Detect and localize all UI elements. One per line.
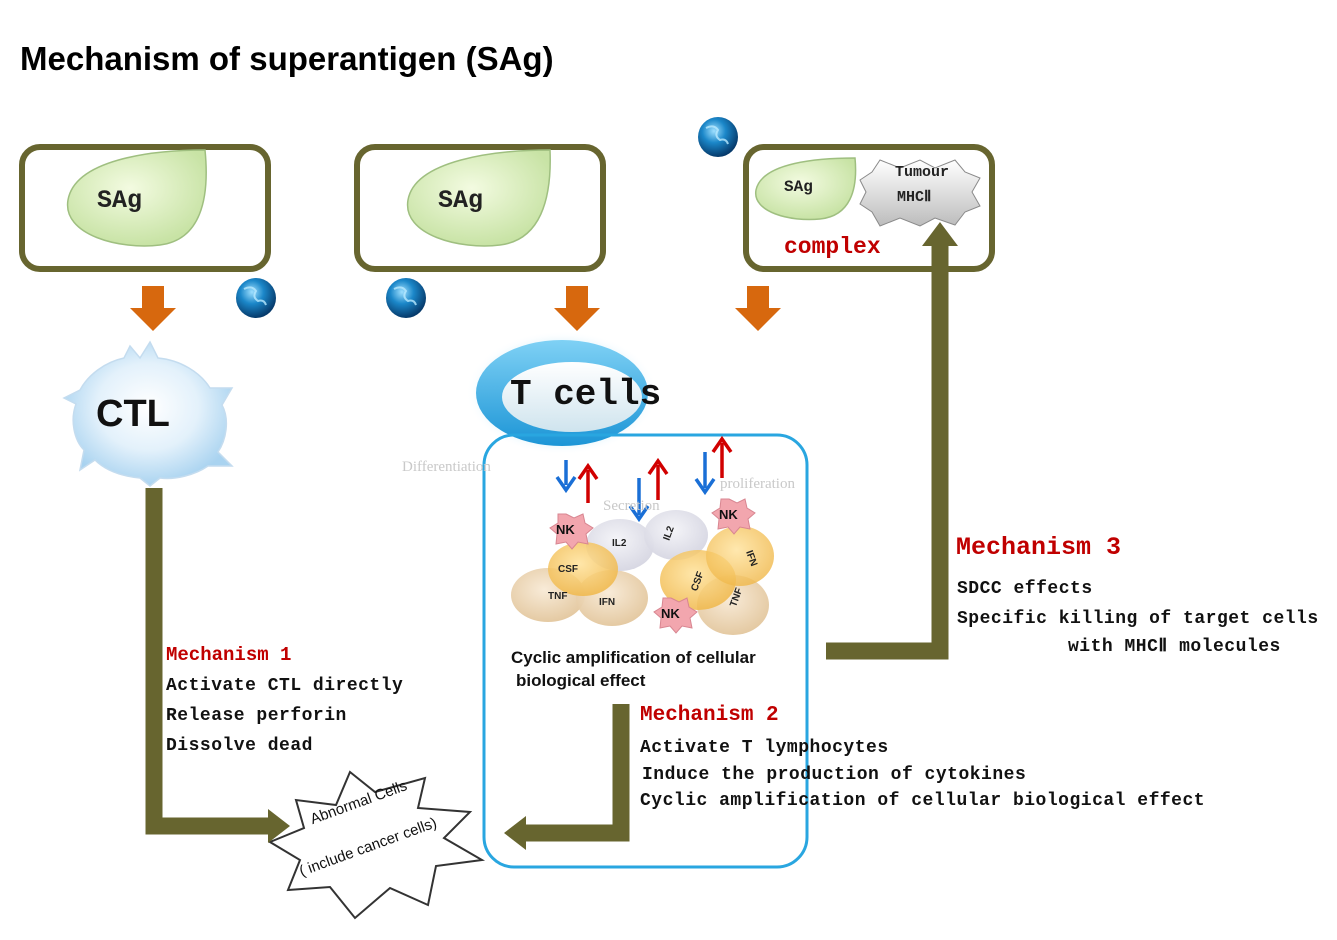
differentiation-label: Differentiation bbox=[402, 459, 491, 475]
abnormal-cells-star bbox=[267, 770, 486, 920]
blue-down-arrow bbox=[694, 452, 716, 496]
mechanism1-arrow bbox=[145, 488, 290, 843]
mechanism1-title: Mechanism 1 bbox=[166, 644, 292, 666]
mechanism2-title: Mechanism 2 bbox=[640, 704, 779, 727]
complex-label: complex bbox=[784, 234, 881, 260]
sag-label: SAg bbox=[784, 178, 813, 196]
mechanism1-line: Release perforin bbox=[166, 706, 347, 726]
mechanism2-line: Induce the production of cytokines bbox=[642, 765, 1027, 785]
globe-icon bbox=[236, 278, 276, 318]
sag-label: SAg bbox=[97, 186, 143, 215]
globe-icon bbox=[386, 278, 426, 318]
mechanism1-line: Activate CTL directly bbox=[166, 676, 404, 696]
proliferation-label: proliferation bbox=[720, 476, 795, 492]
right-sag-leaf bbox=[755, 157, 857, 221]
mechanism3-line: Specific killing of target cells bbox=[957, 609, 1319, 629]
mechanism2-arrow bbox=[504, 704, 630, 850]
ctl-label: CTL bbox=[96, 393, 170, 435]
mechanism1-line: Dissolve dead bbox=[166, 736, 313, 756]
csf-label: CSF bbox=[558, 564, 578, 575]
t-cells-label: T cells bbox=[510, 374, 662, 415]
blue-down-arrow bbox=[555, 460, 577, 494]
nk-cell bbox=[711, 498, 756, 535]
tumour-mhc-star bbox=[859, 159, 981, 227]
secretion-label: Secretion bbox=[603, 498, 660, 514]
cytokine-cluster bbox=[511, 498, 774, 635]
sag-label: SAg bbox=[438, 186, 484, 215]
orange-arrow-right bbox=[735, 286, 781, 331]
cyclic-caption-line1: Cyclic amplification of cellular bbox=[511, 648, 756, 667]
ctl-cell bbox=[62, 340, 234, 487]
il2-label: IL2 bbox=[612, 538, 627, 549]
red-up-arrow bbox=[647, 457, 669, 500]
orange-arrow-left bbox=[130, 286, 176, 331]
page-title: Mechanism of superantigen (SAg) bbox=[20, 40, 554, 77]
mechanism2-line: Activate T lymphocytes bbox=[640, 738, 889, 758]
t-cells-cell bbox=[466, 331, 658, 455]
globe-icon bbox=[698, 117, 738, 157]
mechanism3-line: with MHCⅡ molecules bbox=[1068, 637, 1281, 657]
cyclic-caption-line2: biological effect bbox=[516, 671, 646, 690]
tumour-label: Tumour bbox=[895, 164, 950, 181]
middle-sag-leaf bbox=[407, 149, 551, 247]
red-up-arrow bbox=[577, 462, 599, 503]
nk-cell bbox=[653, 597, 698, 634]
orange-arrow-middle bbox=[554, 286, 600, 331]
blue-down-arrow bbox=[628, 478, 650, 523]
cytokine-box bbox=[482, 433, 809, 869]
red-up-arrow bbox=[711, 435, 733, 478]
mechanism3-line: SDCC effects bbox=[957, 579, 1093, 599]
mechanism3-title: Mechanism 3 bbox=[956, 533, 1122, 562]
tnf-label: TNF bbox=[548, 591, 568, 602]
ifn-label: IFN bbox=[599, 597, 616, 608]
mechanism3-arrow bbox=[826, 222, 958, 660]
mechanism2-line: Cyclic amplification of cellular biologi… bbox=[640, 791, 1206, 811]
left-sag-leaf bbox=[67, 149, 207, 247]
nk-cell bbox=[549, 513, 594, 550]
nk-label: NK bbox=[556, 522, 575, 537]
nk-label: NK bbox=[719, 507, 738, 522]
nk-label: NK bbox=[661, 606, 680, 621]
mhc-label: MHCⅡ bbox=[897, 189, 932, 206]
